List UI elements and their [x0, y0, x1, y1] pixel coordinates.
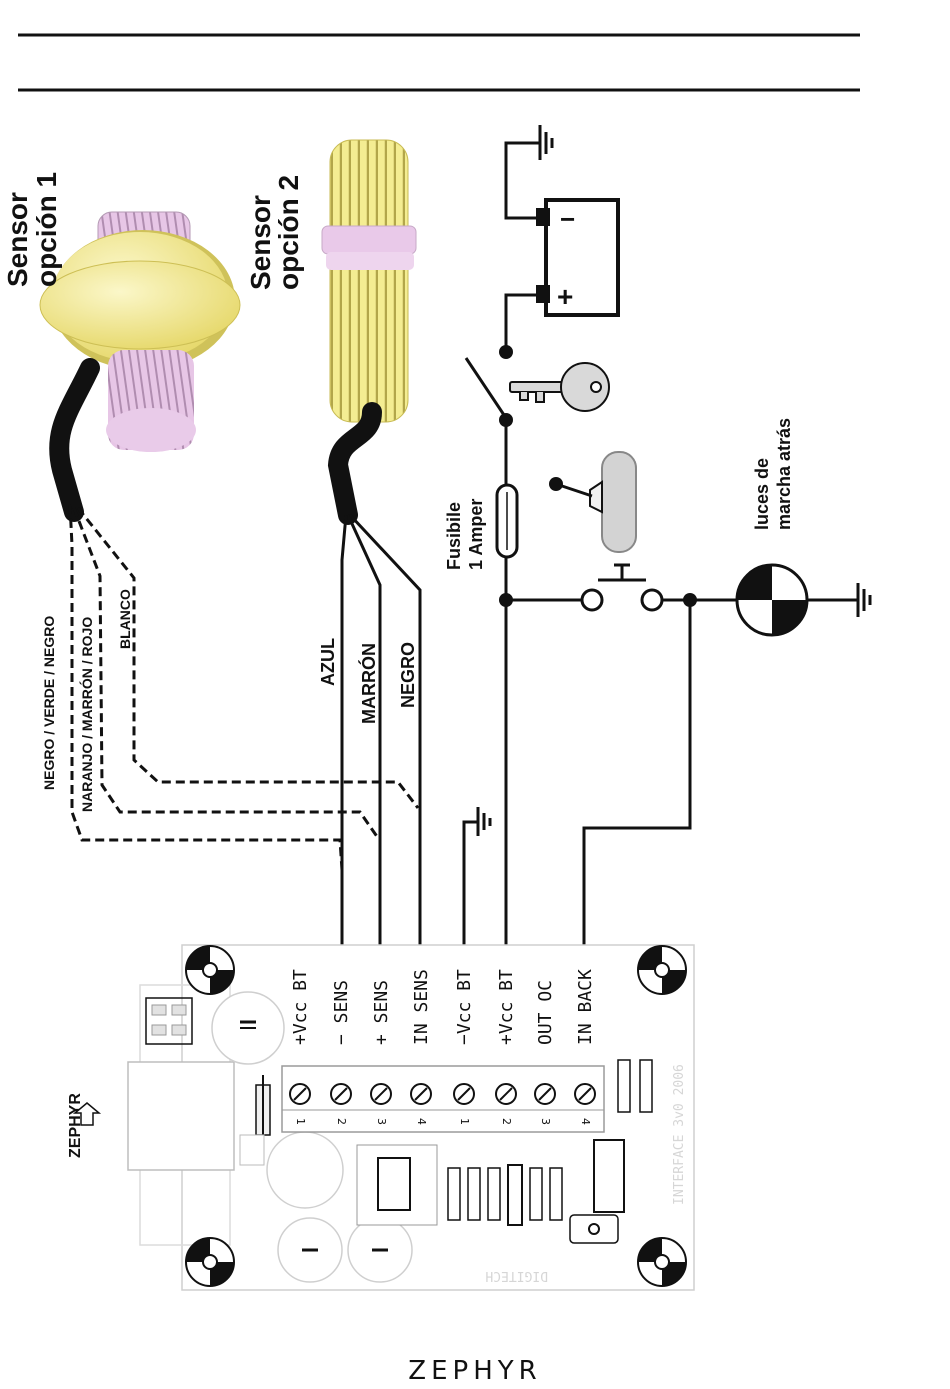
wire-azul: [342, 515, 346, 945]
terminal-screw[interactable]: [496, 1084, 516, 1104]
terminal-number: 4: [415, 1118, 428, 1125]
mounting-hole: [186, 946, 234, 994]
fuse-label-line1: Fusibile: [444, 502, 464, 570]
wire-battery-ground: [506, 143, 540, 218]
junction-dot: [499, 345, 513, 359]
sensor-option-1-cable: [59, 368, 90, 512]
battery-plus-sign: +: [557, 281, 573, 312]
fuse-label-line2: 1 Amper: [466, 499, 486, 570]
ground-symbol-board: [478, 807, 490, 836]
wire-opt1-label-1: NEGRO / VERDE / NEGRO: [41, 616, 57, 790]
terminal-screw[interactable]: [411, 1084, 431, 1104]
terminal-label: IN SENS: [411, 969, 432, 1045]
wire-opt1-label-2: NARANJO / MARRÓN / ROJO: [78, 617, 95, 812]
terminal-number: 1: [294, 1118, 307, 1125]
reverse-switch-contact-right: [642, 590, 662, 610]
board-silk-version: INTERFACE 3v0 2006: [672, 1064, 687, 1205]
terminal-label: −Vcc BT: [454, 969, 475, 1045]
terminal-number: 3: [539, 1118, 552, 1125]
mounting-hole: [638, 946, 686, 994]
battery-icon: [536, 200, 618, 315]
terminal-screw[interactable]: [331, 1084, 351, 1104]
lamp-label-line2: marcha atrás: [774, 418, 794, 530]
battery-minus-sign: −: [560, 204, 575, 234]
wire-negro: [350, 515, 420, 945]
wire-negative-vcc: [464, 822, 478, 945]
lamp-label-line1: luces de: [752, 458, 772, 530]
mounting-hole: [638, 1238, 686, 1286]
terminal-label: IN BACK: [575, 969, 596, 1045]
wire-battery-positive: [506, 295, 540, 352]
terminal-number: 4: [579, 1118, 592, 1125]
wire-in-back: [584, 600, 690, 945]
gear-lever-icon: [549, 452, 636, 552]
terminal-screw[interactable]: [535, 1084, 555, 1104]
wire-marron: [348, 515, 380, 945]
reverse-switch-contact-left: [582, 590, 602, 610]
ground-symbol-lamp: [858, 583, 870, 617]
terminal-label: +Vcc BT: [496, 969, 517, 1045]
sensor-option-1-label-line2: opción 1: [31, 172, 62, 287]
terminal-number: 1: [458, 1118, 471, 1125]
terminal-label: +Vcc BT: [290, 969, 311, 1045]
sensor-option-1-label-line1: Sensor: [2, 192, 33, 287]
wire-opt2-label-marron: MARRÓN: [358, 643, 379, 724]
wire-opt2-label-negro: NEGRO: [398, 642, 418, 708]
terminal-screw[interactable]: [454, 1084, 474, 1104]
terminal-label: − SENS: [331, 980, 352, 1045]
key-icon: [510, 363, 609, 411]
terminal-label: + SENS: [371, 980, 392, 1045]
sensor-option-2-cable: [338, 412, 372, 515]
terminal-number: 2: [500, 1118, 513, 1125]
wire-opt1-negro: [70, 505, 342, 870]
footer-brand: ZEPHYR: [0, 1356, 950, 1386]
sensor-option-2-label-line2: opción 2: [273, 175, 304, 290]
lamp-icon: [737, 565, 807, 635]
terminal-screw[interactable]: [290, 1084, 310, 1104]
terminal-label: OUT OC: [535, 980, 556, 1045]
terminal-screw[interactable]: [575, 1084, 595, 1104]
wire-opt1-label-3: BLANCO: [117, 589, 133, 649]
terminal-screw[interactable]: [371, 1084, 391, 1104]
sensor-option-2-label-line1: Sensor: [245, 195, 276, 290]
terminal-number: 3: [375, 1118, 388, 1125]
wire-opt2-label-azul: AZUL: [318, 638, 338, 686]
ground-symbol-battery: [540, 125, 552, 160]
board-silk-maker: DIGITECH: [485, 1268, 548, 1283]
sensor-option-2: [322, 140, 416, 422]
ignition-switch: [466, 358, 506, 418]
terminal-number: 2: [335, 1118, 348, 1125]
reverse-switch-plunger: [598, 565, 646, 580]
mounting-hole: [186, 1238, 234, 1286]
